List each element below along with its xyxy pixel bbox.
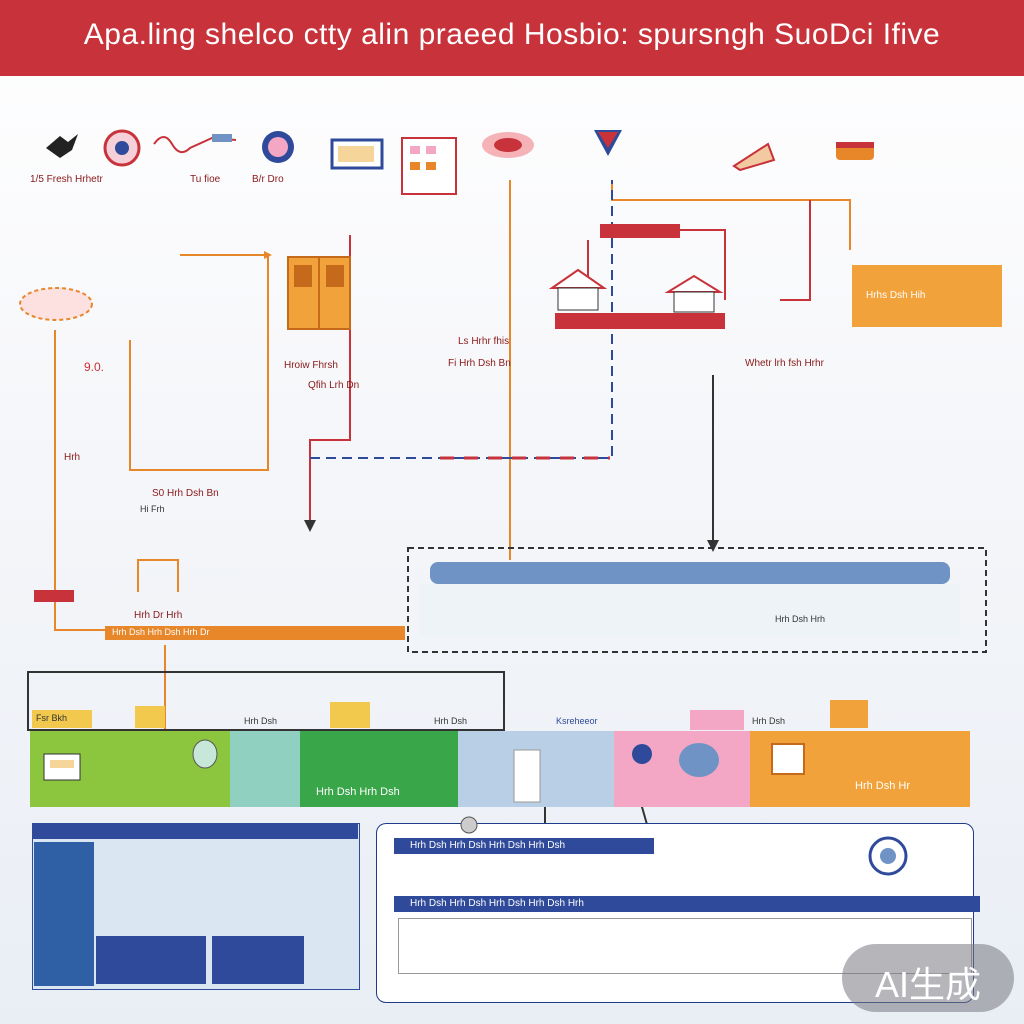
top-label: B/r Dro — [252, 174, 284, 185]
platform-bar — [430, 562, 950, 584]
right-caption: Whetr lrh fsh Hrhr — [745, 358, 824, 369]
connector-line — [309, 235, 351, 525]
crate-icon — [770, 742, 806, 776]
mid-caption: Hroiw Fhrsh — [284, 360, 338, 371]
connector-line — [310, 180, 613, 459]
right-box-label: Hrhs Dsh Hih — [866, 290, 926, 301]
house-icon — [664, 272, 724, 314]
stair-icon — [134, 556, 182, 596]
band-tag — [830, 700, 868, 728]
page-title: Apa.ling shelco ctty alin praeed Hosbio:… — [83, 18, 941, 51]
panel-row-label: Hrh Dsh Hrh Dsh Hrh Dsh Hrh Dsh Hrh — [410, 898, 584, 909]
cloud-icon — [16, 282, 96, 326]
globe-icon — [256, 126, 300, 168]
ai-badge-label: AI生成 — [874, 964, 981, 1005]
panel-row-label: Hrh Dsh Hrh Dsh Hrh Dsh Hrh Dsh — [410, 840, 566, 851]
band-tag-label: Ksreheeor — [556, 716, 598, 726]
center-caption: Ls Hrhr fhis — [458, 336, 510, 347]
center-caption: Fi Hrh Dsh Bn — [448, 358, 511, 369]
house-base-bar — [555, 313, 725, 329]
flag-icon — [588, 126, 628, 160]
band-tag — [330, 702, 370, 728]
cake-icon — [728, 138, 778, 172]
title-bar — [0, 0, 1024, 76]
stove-icon — [40, 748, 84, 784]
band-green — [300, 731, 458, 807]
right-orange-box — [852, 265, 1002, 327]
bread-icon — [832, 130, 878, 166]
monitor-icon — [330, 138, 384, 174]
platform-body — [420, 584, 960, 636]
arrow-head — [304, 520, 316, 532]
mid-caption: Qfih Lrh Dn — [308, 380, 360, 391]
left-caption: 9.0. — [84, 360, 105, 374]
orange-strip — [105, 626, 405, 640]
bottom-left-region — [27, 671, 505, 731]
connector-line — [611, 180, 851, 250]
band-tag-label: Fsr Bkh — [36, 713, 68, 723]
bag-icon — [190, 736, 220, 770]
band-tag-label: Hrh Dsh — [752, 716, 786, 726]
door-icon — [512, 748, 542, 804]
band-pink — [614, 731, 750, 807]
bird-icon — [40, 128, 84, 164]
seal-icon — [858, 832, 918, 880]
house-icon — [548, 266, 608, 312]
clock-icon — [630, 742, 654, 766]
knob-icon — [456, 815, 482, 835]
ai-badge — [842, 944, 1014, 1012]
panel-column — [34, 842, 94, 986]
connector-line — [54, 330, 105, 631]
arrow-head — [264, 251, 272, 259]
flower-emblem-icon — [100, 128, 144, 168]
lower-caption: Hi Frh — [140, 504, 165, 514]
band-tag-label: Hrh Dsh — [244, 716, 278, 726]
platform-caption: Hrh Dsh Hrh — [775, 614, 826, 624]
band-tag-label: Hrh Dsh — [434, 716, 468, 726]
platform-region — [407, 547, 987, 653]
arrow-head — [707, 540, 719, 552]
egg-icon — [676, 740, 722, 780]
building-icon — [396, 128, 462, 198]
band-tag — [135, 706, 165, 728]
panel-row-bar — [394, 896, 980, 912]
band-tag — [690, 710, 744, 730]
rose-icon — [478, 128, 538, 162]
side-label: Hrh — [64, 452, 81, 463]
stair-label: Hrh Dr Hrh — [134, 610, 183, 621]
heart-line-icon — [150, 128, 240, 168]
orange-strip-label: Hrh Dsh Hrh Dsh Hrh Dr — [112, 627, 210, 637]
dept-marker — [34, 590, 74, 602]
panel-row-bar — [394, 838, 654, 854]
band-label: Hrh Dsh Hr — [855, 780, 911, 792]
top-label: Tu fioe — [190, 174, 221, 185]
top-label: 1/5 Fresh Hrhetr — [30, 174, 103, 185]
bottom-left-panel-header — [32, 823, 358, 839]
connector-line — [129, 254, 269, 471]
band-teal — [230, 731, 300, 807]
band-label: Hrh Dsh Hrh Dsh — [316, 786, 400, 798]
lower-caption: S0 Hrh Dsh Bn — [152, 488, 219, 499]
connector-line — [780, 200, 811, 301]
panel-block — [96, 936, 206, 984]
panel-block — [212, 936, 304, 984]
cabinet-icon — [286, 255, 352, 331]
band-tag — [32, 710, 92, 728]
house-top-bar — [600, 224, 680, 238]
